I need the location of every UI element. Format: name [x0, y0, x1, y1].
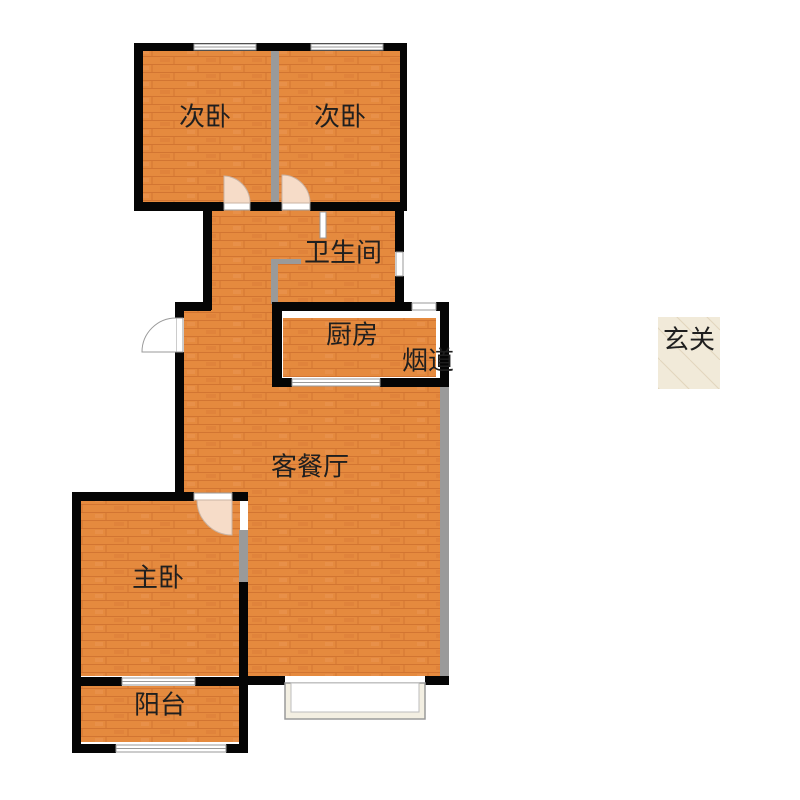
- partitions: [239, 50, 449, 678]
- wall-kitchen-top-left: [272, 302, 412, 311]
- partition-bedrooms: [271, 50, 279, 202]
- wall-bath-east-lower: [395, 276, 404, 306]
- wall-master-top-left: [72, 492, 194, 501]
- window-bedroom-right: [310, 43, 384, 51]
- window-bedroom-left: [193, 43, 257, 51]
- label-second-bedroom-right: 次卧: [314, 103, 366, 133]
- walls: [72, 43, 449, 753]
- partition-bath-top: [271, 259, 301, 264]
- floor-second-bedroom-left: [142, 50, 271, 202]
- wall-corridor-west: [203, 210, 212, 310]
- wall-master-west: [72, 492, 81, 753]
- partition-living-east: [440, 386, 449, 678]
- floor-living-lower: [248, 496, 440, 676]
- label-balcony: 阳台: [134, 691, 186, 721]
- wall-balcony-top-left: [72, 677, 122, 686]
- wall-living-west-upper: [175, 302, 184, 318]
- label-second-bedroom-left: 次卧: [179, 103, 231, 133]
- wall-bedroom-right-east: [400, 43, 407, 211]
- window-bathroom: [395, 251, 404, 277]
- wall-master-east-lower: [239, 582, 248, 753]
- label-master-bedroom: 主卧: [132, 564, 184, 594]
- door-bathroom: [319, 211, 327, 239]
- partition-master-east: [239, 530, 248, 582]
- wall-master-top-right: [232, 492, 248, 501]
- label-bathroom: 卫生间: [304, 239, 382, 269]
- floor-bathroom: [281, 210, 395, 302]
- window-balcony-bottom: [115, 744, 227, 753]
- door-master-bedroom: [193, 492, 233, 536]
- floor-second-bedroom-right: [279, 50, 400, 202]
- label-entrance: 玄关: [663, 326, 715, 356]
- wall-kitchen-west: [272, 302, 282, 387]
- wall-top: [134, 43, 407, 51]
- wall-bedrooms-bottom-right: [310, 202, 407, 211]
- floor-balcony: [80, 686, 240, 742]
- wall-living-notch: [175, 302, 211, 311]
- door-bedroom-right: [281, 174, 311, 211]
- wall-bedrooms-bottom-mid: [250, 202, 282, 211]
- floor-kitchen: [283, 318, 436, 377]
- wall-balcony-bottom-right: [226, 744, 248, 753]
- wall-balcony-top-right: [195, 677, 245, 686]
- wall-kitchen-bottom-left: [272, 378, 292, 387]
- wall-living-bottom-right: [425, 676, 449, 685]
- wall-balcony-bottom-left: [72, 744, 116, 753]
- label-living-dining: 客餐厅: [271, 453, 349, 483]
- entrance-tile-swatch: [658, 317, 720, 389]
- wall-bath-east-upper: [395, 210, 404, 252]
- wall-bedrooms-bottom-left: [134, 202, 224, 211]
- window-kitchen-pass: [291, 378, 381, 387]
- label-flue: 烟道: [402, 347, 454, 377]
- bay-window: [284, 682, 426, 720]
- wall-kitchen-bottom-right: [380, 378, 449, 387]
- window-balcony-top: [121, 677, 196, 686]
- wall-kitchen-east: [440, 302, 449, 386]
- doors: [141, 174, 327, 536]
- window-kitchen-top: [411, 302, 437, 311]
- wall-living-west-lower: [175, 352, 184, 498]
- wall-bedroom-left-west: [134, 43, 143, 210]
- windows: [115, 43, 437, 753]
- door-entrance: [141, 317, 184, 353]
- door-bedroom-left: [223, 175, 251, 211]
- wall-living-bottom-left: [239, 676, 285, 685]
- floor-corridor: [211, 210, 281, 312]
- partition-bath-west: [271, 262, 278, 304]
- floor-living-main: [184, 385, 440, 496]
- label-kitchen: 厨房: [326, 321, 378, 351]
- room-labels: 次卧 次卧 卫生间 厨房 烟道 客餐厅 主卧 阳台 玄关: [132, 103, 715, 721]
